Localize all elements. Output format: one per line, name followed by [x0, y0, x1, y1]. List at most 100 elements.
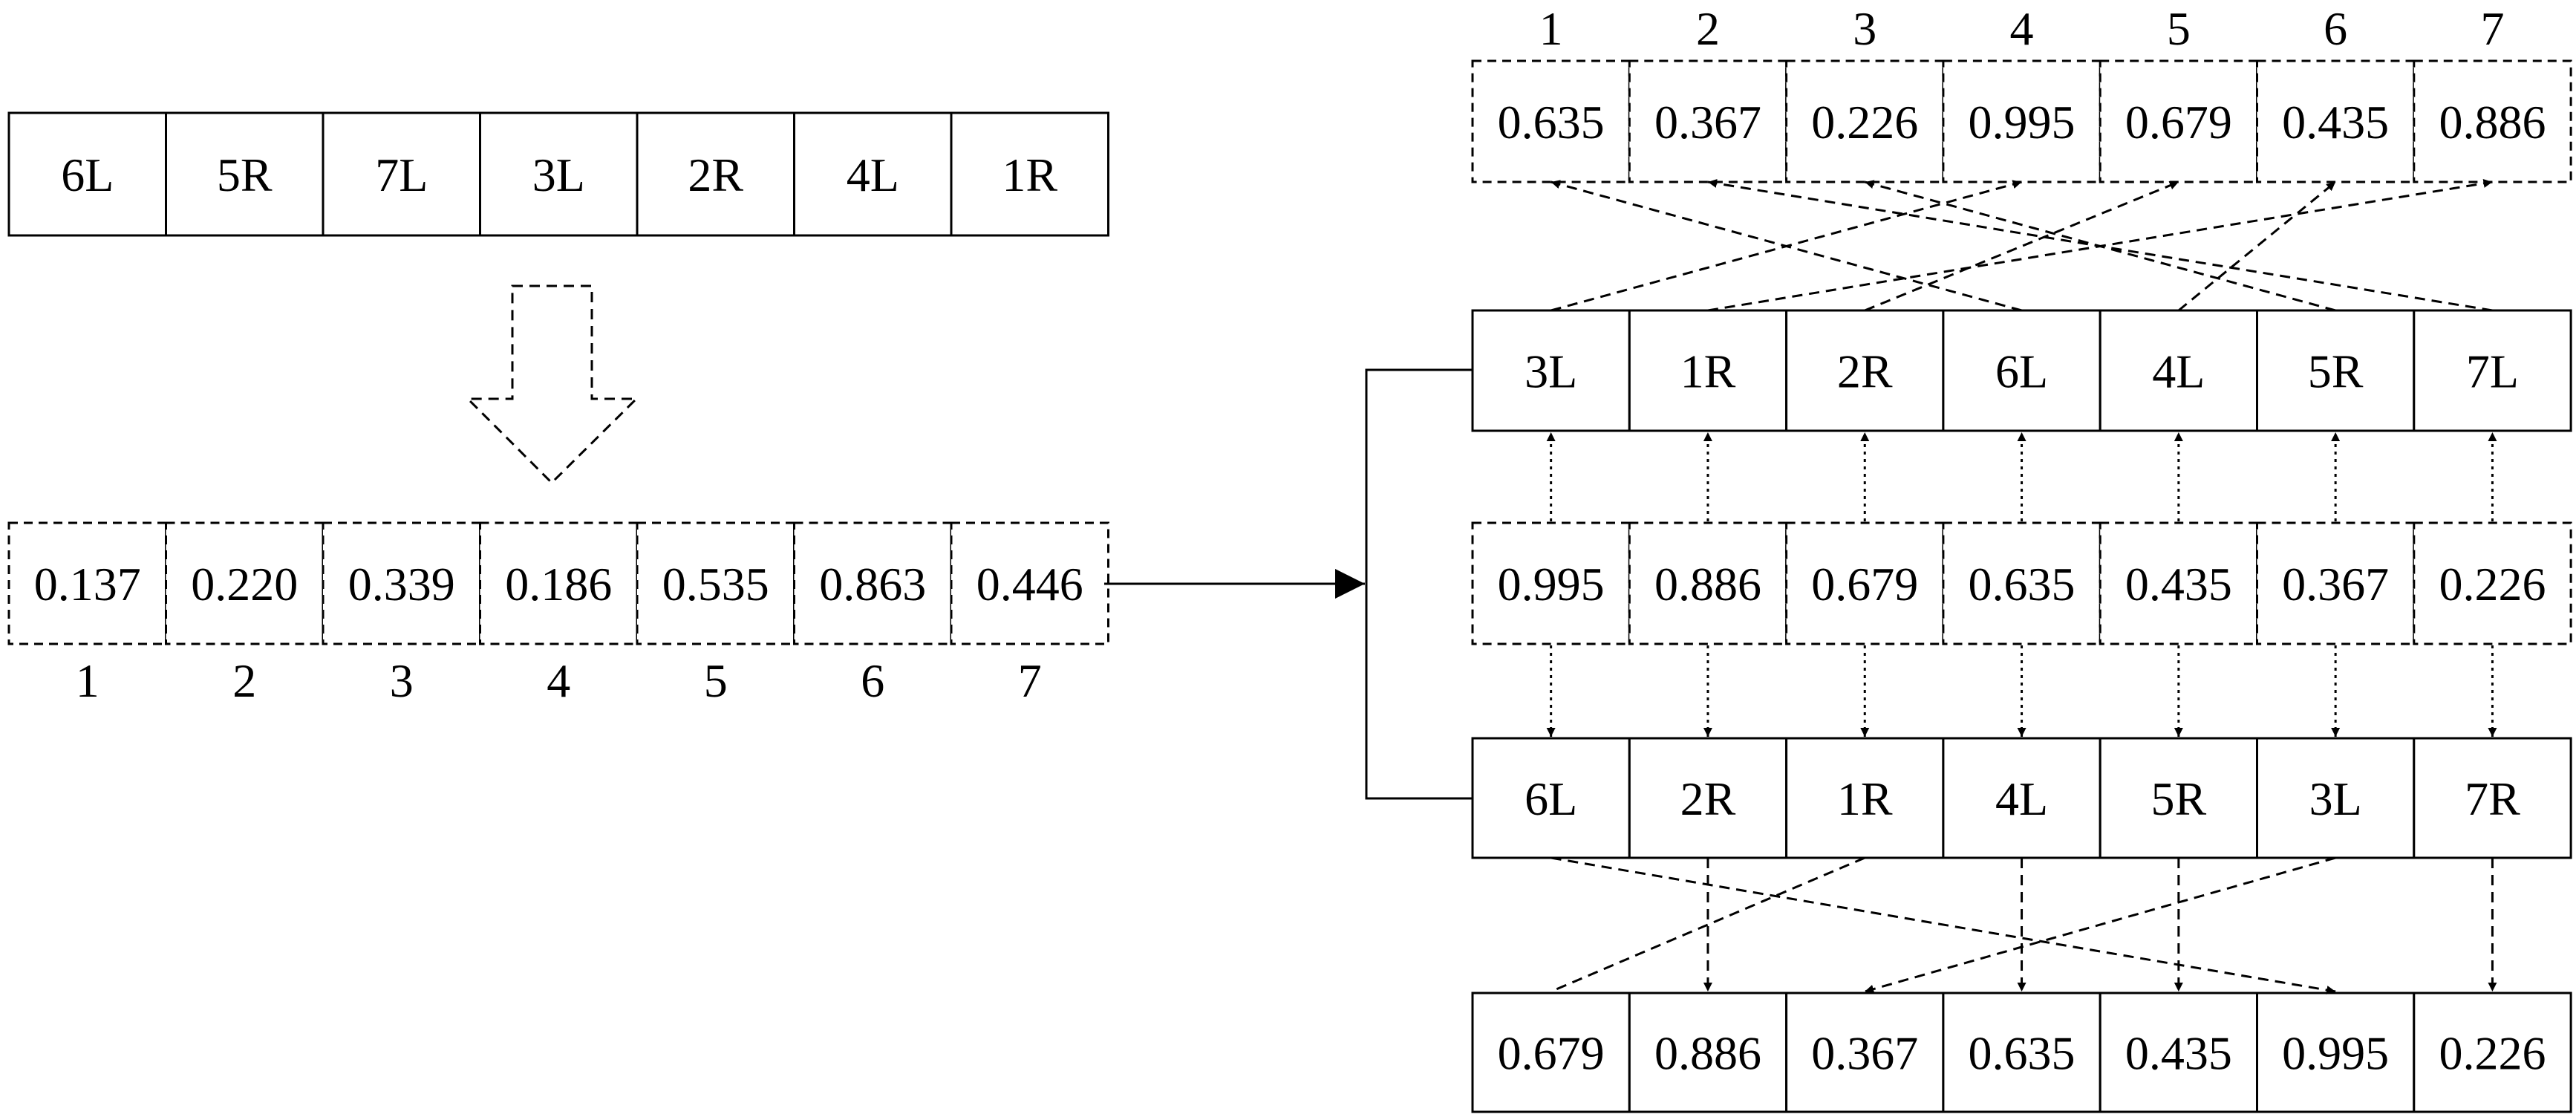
top-key-label: 0.886 — [2439, 96, 2546, 149]
row-a-label: 4L — [2152, 345, 2205, 397]
row-b-label: 1R — [1837, 772, 1893, 825]
row-a-label: 1R — [1680, 345, 1736, 397]
row-a-label: 5R — [2308, 345, 2364, 397]
left-sequence-cell — [165, 111, 325, 237]
top-key-cell — [1471, 59, 1631, 183]
left-index-label: 6 — [861, 654, 884, 707]
connector-bracket — [1365, 368, 1473, 800]
sorted-key-label: 0.367 — [2282, 558, 2389, 611]
sorted-key-label: 0.679 — [1811, 558, 1918, 611]
top-key-label: 0.679 — [2125, 96, 2232, 149]
row-a-cell — [1942, 309, 2101, 432]
top-index-label: 5 — [2167, 2, 2191, 55]
sorted-key-cell — [2256, 521, 2416, 645]
bottom-key-cell — [1942, 992, 2101, 1113]
left-sequence-cell — [636, 111, 795, 237]
top-index-label: 6 — [2324, 2, 2347, 55]
dashed-cross-arrow-bottom — [1551, 856, 1865, 993]
top-key-cell — [2256, 59, 2416, 183]
left-key-cell — [479, 521, 639, 645]
row-b-label: 5R — [2151, 772, 2207, 825]
row-b-label: 7R — [2465, 772, 2520, 825]
bottom-key-label: 0.226 — [2439, 1026, 2546, 1079]
bottom-key-cell — [2256, 992, 2416, 1113]
left-index-label: 1 — [76, 654, 100, 707]
bottom-key-cell — [1785, 992, 1945, 1113]
sorted-key-label: 0.886 — [1654, 558, 1761, 611]
row-b-label: 4L — [1995, 772, 2048, 825]
bottom-key-cell — [1471, 992, 1631, 1113]
sorted-key-label: 0.435 — [2125, 558, 2232, 611]
top-index-label: 2 — [1696, 2, 1720, 55]
left-sequence-label: 2R — [688, 149, 743, 201]
top-key-label: 0.635 — [1498, 96, 1605, 149]
left-sequence-cell — [793, 111, 953, 237]
dashed-cross-arrow-bottom — [1864, 856, 2336, 994]
top-key-label: 0.226 — [1811, 96, 1918, 149]
arrows-layer — [1546, 179, 2497, 994]
row-b-cell — [2413, 737, 2572, 859]
row-a-label: 7L — [2466, 345, 2519, 397]
bottom-key-label: 0.367 — [1811, 1026, 1918, 1079]
left-sequence-label: 5R — [217, 149, 273, 201]
row-a-cell — [1628, 309, 1788, 432]
left-index-label: 7 — [1018, 654, 1042, 707]
row-a-cell — [1471, 309, 1631, 432]
left-index-label: 5 — [704, 654, 728, 707]
row-b-cell — [1785, 737, 1945, 859]
left-key-label: 0.535 — [662, 558, 769, 611]
left-index-label: 3 — [390, 654, 414, 707]
left-sequence-label: 1R — [1002, 149, 1057, 201]
left-index-row: 1 2 3 4 5 6 7 — [76, 654, 1042, 707]
left-sequence-cell — [322, 111, 481, 237]
top-key-label: 0.435 — [2282, 96, 2389, 149]
top-index-label: 7 — [2480, 2, 2504, 55]
left-key-label: 0.863 — [819, 558, 926, 611]
bottom-key-label: 0.679 — [1498, 1026, 1605, 1079]
left-index-label: 4 — [547, 654, 570, 707]
left-key-label: 0.220 — [191, 558, 298, 611]
left-key-label: 0.446 — [976, 558, 1083, 611]
bottom-key-cell — [1628, 992, 1788, 1113]
bottom-key-cell — [2099, 992, 2258, 1113]
top-key-cell — [2413, 59, 2572, 183]
top-key-cell — [1628, 59, 1788, 183]
bottom-key-label: 0.635 — [1969, 1026, 2076, 1079]
bottom-key-label: 0.886 — [1654, 1026, 1761, 1079]
top-index-label: 4 — [2010, 2, 2034, 55]
left-index-label: 2 — [232, 654, 256, 707]
row-b-cell — [1628, 737, 1788, 859]
dashed-cross-arrow-top — [1551, 180, 2022, 312]
dashed-cross-arrow-top — [2177, 180, 2337, 312]
sorted-key-label: 0.995 — [1498, 558, 1605, 611]
dashed-cross-arrow-bottom — [1551, 856, 2336, 994]
left-key-cell — [950, 521, 1109, 645]
top-key-label: 0.367 — [1654, 96, 1761, 149]
top-key-cell — [1942, 59, 2101, 183]
left-sequence-label: 6L — [61, 149, 114, 201]
left-sequence-label: 4L — [847, 149, 899, 201]
sorted-key-cell — [1628, 521, 1788, 645]
row-a-cell — [1785, 309, 1945, 432]
row-a-label: 3L — [1525, 345, 1577, 397]
sorted-key-label: 0.226 — [2439, 558, 2546, 611]
row-a-cell — [2413, 309, 2572, 432]
left-key-label: 0.137 — [34, 558, 141, 611]
dashed-cross-arrow-top — [1707, 179, 2493, 312]
top-key-cell — [1785, 59, 1945, 183]
left-key-label: 0.339 — [348, 558, 455, 611]
left-key-cell — [7, 521, 167, 645]
left-sequence-cell — [7, 111, 167, 237]
sorted-key-cell — [2099, 521, 2258, 645]
row-b-cell — [2099, 737, 2258, 859]
bottom-key-cell — [2413, 992, 2572, 1113]
top-index-label: 1 — [1539, 2, 1563, 55]
row-b-label: 2R — [1680, 772, 1736, 825]
